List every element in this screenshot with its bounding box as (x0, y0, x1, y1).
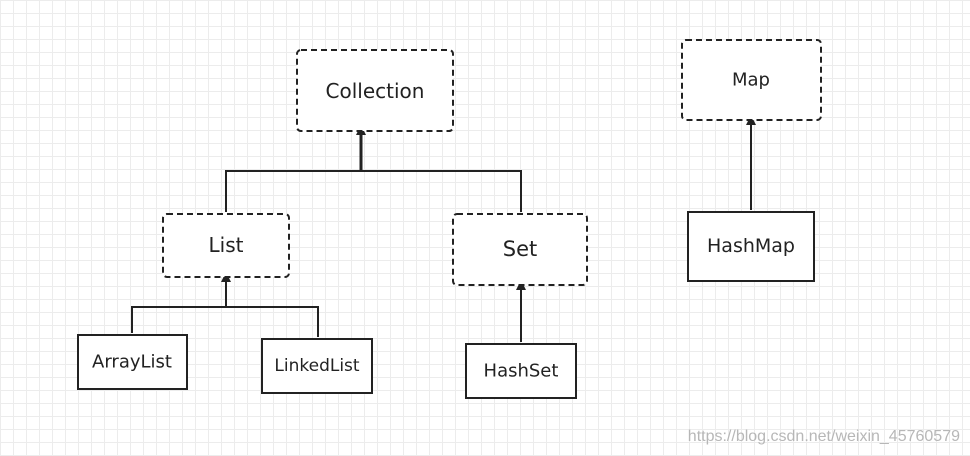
node-list-label: List (209, 233, 244, 257)
connectors (131, 115, 756, 342)
node-set-label: Set (503, 237, 537, 261)
node-map-box (681, 39, 822, 121)
node-map: Map (681, 39, 822, 121)
node-map-label: Map (732, 70, 770, 91)
node-list: List (162, 213, 290, 278)
node-hashmap-label: HashMap (707, 235, 795, 257)
watermark: https://blog.csdn.net/weixin_45760579 (687, 428, 960, 445)
node-collection-label: Collection (326, 79, 425, 103)
node-list-box (162, 213, 290, 278)
node-linkedlist-box (261, 338, 373, 394)
node-set-box (452, 213, 588, 286)
node-set: Set (452, 213, 588, 286)
node-hashset-box (465, 343, 577, 399)
node-linkedlist: LinkedList (261, 338, 373, 394)
node-hashmap-box (687, 211, 815, 282)
node-collection-box (296, 49, 454, 132)
node-collection: Collection (296, 49, 454, 132)
node-arraylist-box (77, 334, 188, 390)
edge-arraylist-to-list (131, 306, 226, 333)
edge-list-to-collection (225, 170, 361, 212)
node-linkedlist-label: LinkedList (274, 356, 360, 376)
node-hashset-label: HashSet (484, 361, 559, 382)
node-arraylist-label: ArrayList (92, 352, 172, 373)
node-hashset: HashSet (465, 343, 577, 399)
edge-linkedlist-to-list (226, 306, 319, 337)
node-arraylist: ArrayList (77, 334, 188, 390)
node-hashmap: HashMap (687, 211, 815, 282)
edge-set-to-collection (361, 170, 522, 212)
